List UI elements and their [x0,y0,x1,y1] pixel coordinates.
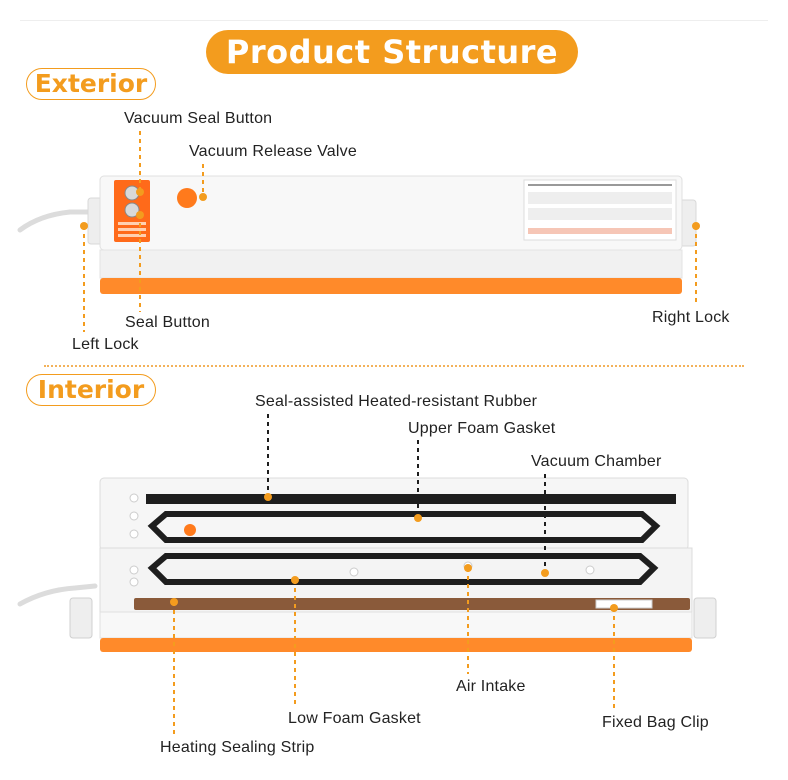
dot-right-lock [692,222,700,230]
device-orange-base [100,638,692,652]
top-rule [20,20,768,21]
section-exterior-badge: Exterior [26,68,156,100]
fixed-bag-clip [595,599,653,609]
label-vacuum-seal-button: Vacuum Seal Button [124,110,273,127]
label-fixed-bag-clip: Fixed Bag Clip [602,714,709,731]
air-intake-knob [585,565,595,575]
label-vacuum-release-valve: Vacuum Release Valve [189,143,357,160]
label-seal-rubber: Seal-assisted Heated-resistant Rubber [255,393,538,410]
label-upper-foam-gasket: Upper Foam Gasket [408,420,556,437]
interior-leaders-dark [267,414,546,573]
exterior-device [17,131,700,332]
vacuum-release-valve-icon [177,188,197,208]
right-lock [693,597,717,639]
seal-button-icon [124,202,140,218]
dot-low-foam-gasket [291,576,299,584]
exterior-leaders [83,131,697,332]
upper-foam-gasket [147,511,661,543]
device-orange-base [100,278,682,294]
interior-device [17,414,717,734]
label-vacuum-chamber: Vacuum Chamber [531,453,662,470]
sticker-line [528,184,672,186]
left-lock [69,597,93,639]
dot-left-lock [80,222,88,230]
panel-text-line [118,234,146,237]
interior-leaders-light [173,568,615,734]
dot-fixed-bag-clip [610,604,618,612]
section-interior-badge: Interior [26,374,156,406]
low-foam-gasket [147,553,659,585]
indicator-dot [184,524,196,536]
seal-rubber-strip [146,494,676,504]
panel-text-line [118,222,146,225]
bolt [129,529,139,539]
bolt [129,493,139,503]
panel-text-line [118,228,146,231]
bolt [129,511,139,521]
heating-sealing-strip [134,598,690,610]
dot-vacuum-seal-button [136,188,144,196]
dot-heating-sealing-strip [170,598,178,606]
sticker-warning [528,228,672,234]
section-divider [44,365,744,367]
interior-dots [170,493,618,612]
dot-vacuum-chamber [541,569,549,577]
bolt [129,565,139,575]
label-heating-sealing-strip: Heating Sealing Strip [160,739,315,756]
dot-seal-button [136,211,144,219]
sticker-row [528,208,672,220]
page-title: Product Structure [206,30,578,74]
exterior-dots [80,188,700,230]
label-air-intake: Air Intake [456,678,526,695]
label-seal-button: Seal Button [125,314,210,331]
device-front [99,611,693,639]
device-lower-body [99,249,683,279]
dot-vacuum-release-valve [199,193,207,201]
dot-air-intake [464,564,472,572]
air-intake-knob [349,567,359,577]
label-left-lock: Left Lock [72,336,139,353]
power-cord [17,583,98,607]
label-low-foam-gasket: Low Foam Gasket [288,710,421,727]
dot-upper-foam-gasket [414,514,422,522]
power-cord [17,209,91,233]
bolt [129,577,139,587]
dot-seal-rubber [264,493,272,501]
label-right-lock: Right Lock [652,309,730,326]
sticker-row [528,192,672,204]
